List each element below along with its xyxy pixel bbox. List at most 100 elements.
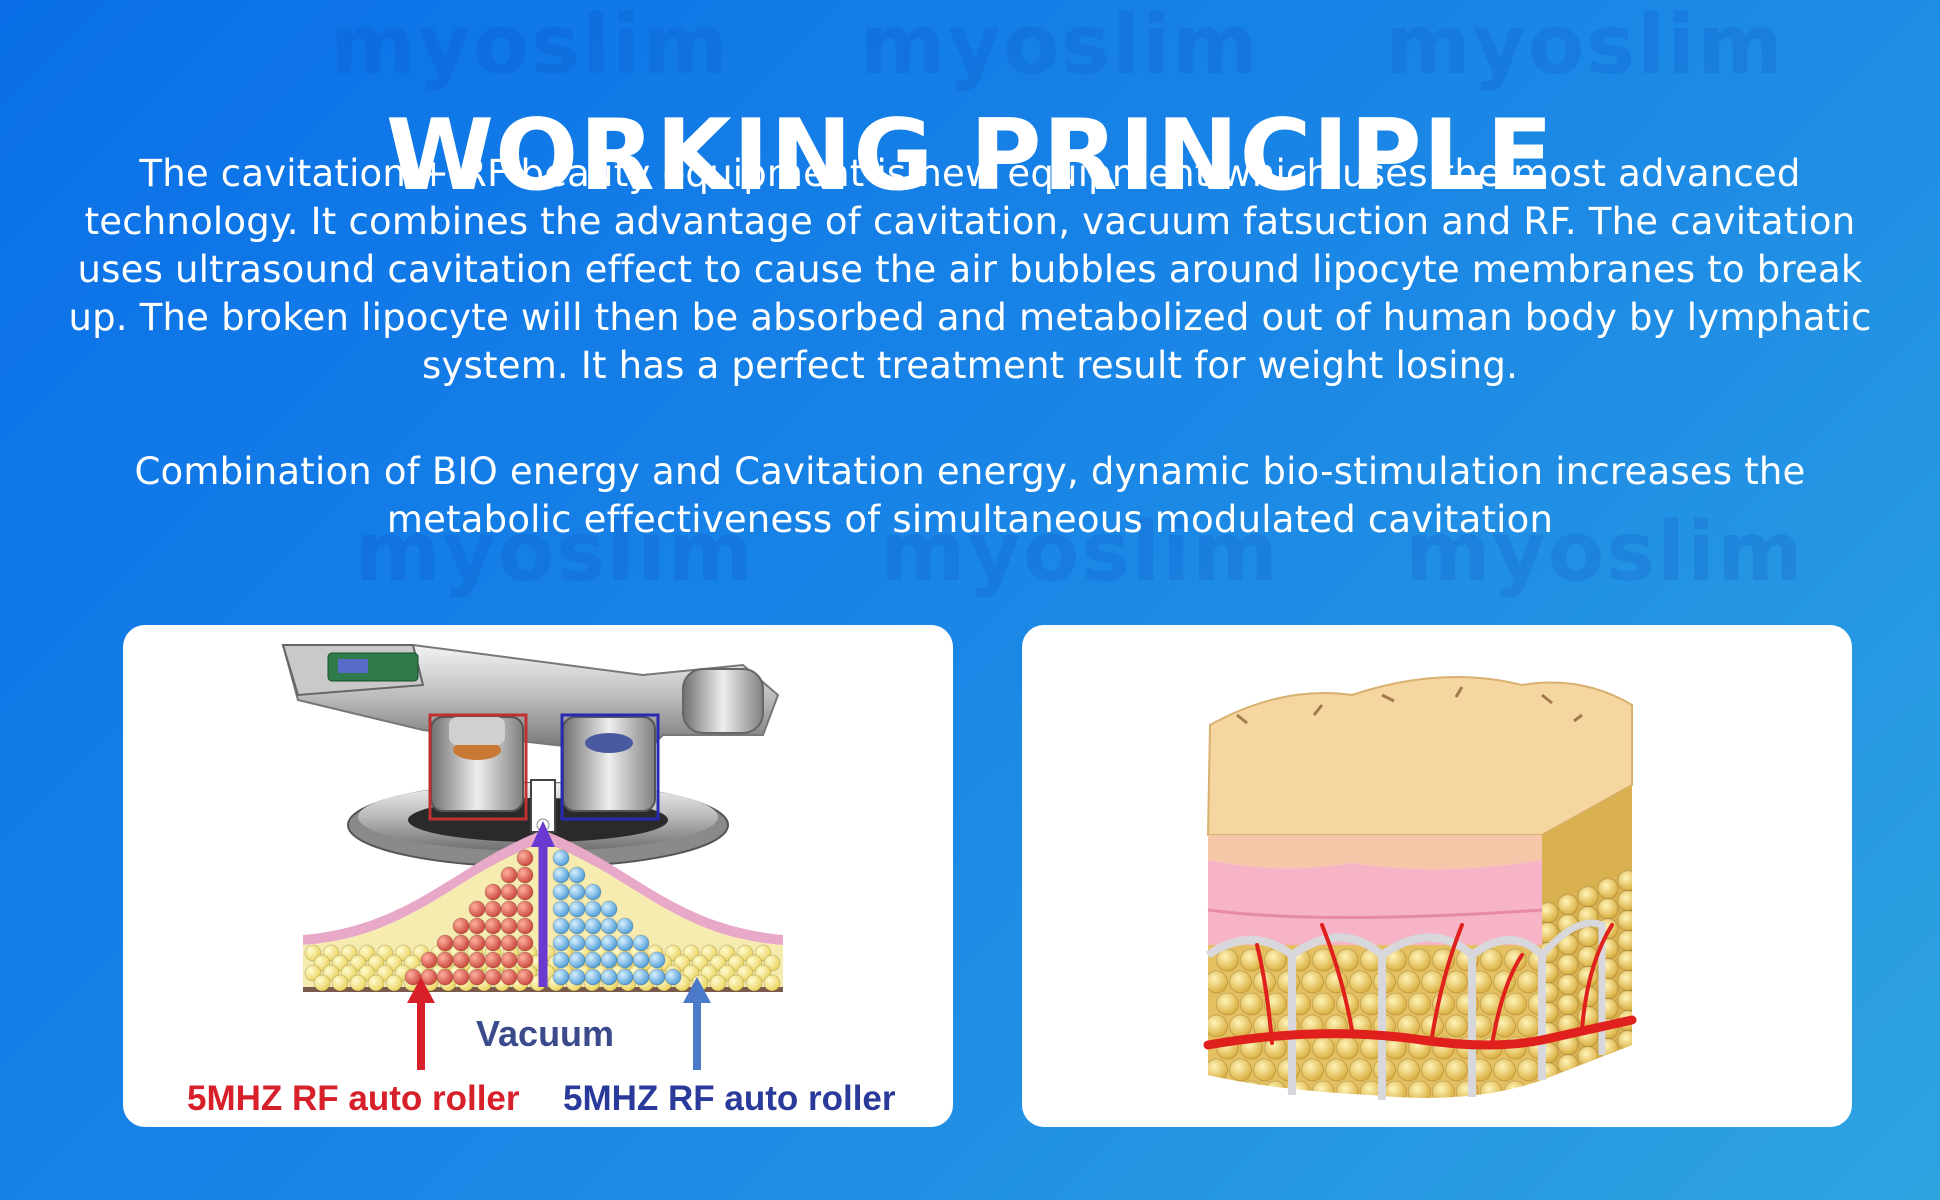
fat-cell xyxy=(1408,948,1431,972)
fat-cell xyxy=(1208,970,1228,994)
fat-cell-red xyxy=(516,968,534,986)
fat-cell xyxy=(1480,948,1503,972)
fat-cell xyxy=(1557,1054,1579,1076)
fat-cell-red xyxy=(484,900,502,918)
fat-cell xyxy=(349,974,367,992)
fat-cell xyxy=(1312,1080,1335,1098)
fat-cell xyxy=(1349,970,1372,994)
fat-cell xyxy=(1617,910,1632,932)
cavitation-diagram-card: Vacuum 5MHZ RF auto roller 5MHZ RF auto … xyxy=(123,625,953,1127)
fat-cell xyxy=(1384,1080,1407,1098)
skin-layers-icon xyxy=(1203,676,1637,1100)
fat-cell xyxy=(1240,948,1263,972)
fat-cell xyxy=(1445,1058,1468,1082)
fat-cell xyxy=(1617,970,1632,992)
fat-cell-blue xyxy=(600,968,618,986)
vacuum-label: Vacuum xyxy=(476,1013,615,1054)
fat-cell-red xyxy=(484,951,502,969)
fat-cell xyxy=(1577,926,1599,948)
fat-cell-red xyxy=(500,900,518,918)
fat-cell-red xyxy=(484,883,502,901)
red-arrow-icon xyxy=(407,977,435,1070)
fat-cell-blue xyxy=(632,951,650,969)
fat-cell-blue xyxy=(552,934,570,952)
fat-cell xyxy=(1617,1030,1632,1052)
fat-cell xyxy=(385,974,403,992)
fat-cell xyxy=(1301,970,1324,994)
fat-cell xyxy=(367,974,385,992)
fat-cell-blue xyxy=(632,934,650,952)
fat-cells-red xyxy=(404,849,534,986)
fat-cell xyxy=(1504,992,1527,1016)
fat-cell-blue xyxy=(584,951,602,969)
fat-cell xyxy=(763,974,781,992)
watermark-logo: myoslim xyxy=(860,0,1260,93)
blood-vessel-icon xyxy=(1203,923,1637,1050)
fat-cell xyxy=(1397,970,1420,994)
fat-cell xyxy=(1229,1014,1252,1038)
fat-cell-red xyxy=(516,883,534,901)
fat-cell xyxy=(1397,1058,1420,1082)
fat-cell xyxy=(1421,1058,1444,1082)
fat-cell xyxy=(1229,1058,1252,1082)
fat-cell xyxy=(1384,992,1407,1016)
fat-cell-red xyxy=(468,900,486,918)
fat-cell-red xyxy=(468,934,486,952)
fat-cell xyxy=(1528,1080,1542,1098)
fat-cell xyxy=(331,974,349,992)
fat-cell xyxy=(1557,994,1579,1016)
fat-cell-blue xyxy=(552,883,570,901)
fat-cell xyxy=(1577,886,1599,908)
fat-cell xyxy=(745,974,763,992)
fat-cell xyxy=(727,974,745,992)
fat-cell xyxy=(1301,1058,1324,1082)
fat-cell-blue xyxy=(584,934,602,952)
fat-cell xyxy=(313,974,331,992)
fat-cell-red xyxy=(500,917,518,935)
fat-cell-blue xyxy=(648,951,666,969)
fat-cell xyxy=(1617,930,1632,952)
fat-cell-blue xyxy=(600,900,618,918)
fat-cell-blue xyxy=(552,866,570,884)
fat-cell-blue xyxy=(552,968,570,986)
fat-cell xyxy=(1216,992,1239,1016)
fat-cell-red xyxy=(452,917,470,935)
fat-cell xyxy=(1493,1058,1516,1082)
fat-cell-blue xyxy=(664,968,682,986)
fat-cell-blue xyxy=(632,968,650,986)
fat-cell xyxy=(1240,992,1263,1016)
fat-cell-blue xyxy=(616,951,634,969)
fat-cell-red xyxy=(452,968,470,986)
fat-cell-blue xyxy=(616,968,634,986)
fat-cell-blue xyxy=(568,968,586,986)
fat-cell xyxy=(1253,1058,1276,1082)
fat-cell-red xyxy=(468,917,486,935)
fat-cell xyxy=(1597,898,1619,920)
fat-cell xyxy=(1312,1036,1335,1060)
fat-cell-blue xyxy=(568,934,586,952)
fat-cell-blue xyxy=(584,900,602,918)
combination-paragraph: Combination of BIO energy and Cavitation… xyxy=(134,450,1806,541)
fat-cell-blue xyxy=(648,968,666,986)
fat-cell-blue xyxy=(552,900,570,918)
fat-cell-red xyxy=(516,951,534,969)
fat-cell xyxy=(1325,1058,1348,1082)
fat-cell xyxy=(1445,1014,1468,1038)
fat-cell-red xyxy=(500,968,518,986)
fat-cell-red xyxy=(516,849,534,867)
fat-cell xyxy=(1517,1014,1540,1038)
fat-cell xyxy=(1216,1080,1239,1098)
fat-cell xyxy=(1480,1080,1503,1098)
fat-cell-red xyxy=(500,951,518,969)
fat-cell-red xyxy=(516,900,534,918)
fat-cell-red xyxy=(420,951,438,969)
fat-cell xyxy=(1577,1046,1599,1068)
fat-cell xyxy=(1240,1080,1263,1098)
page-title: WORKING PRINCIPLE xyxy=(385,98,1555,213)
fat-cell-red xyxy=(484,917,502,935)
fat-cell xyxy=(1208,1014,1228,1038)
fat-cell-blue xyxy=(568,866,586,884)
fat-cell xyxy=(1597,878,1619,900)
fat-cell xyxy=(1336,948,1359,972)
fat-cell-red xyxy=(500,866,518,884)
